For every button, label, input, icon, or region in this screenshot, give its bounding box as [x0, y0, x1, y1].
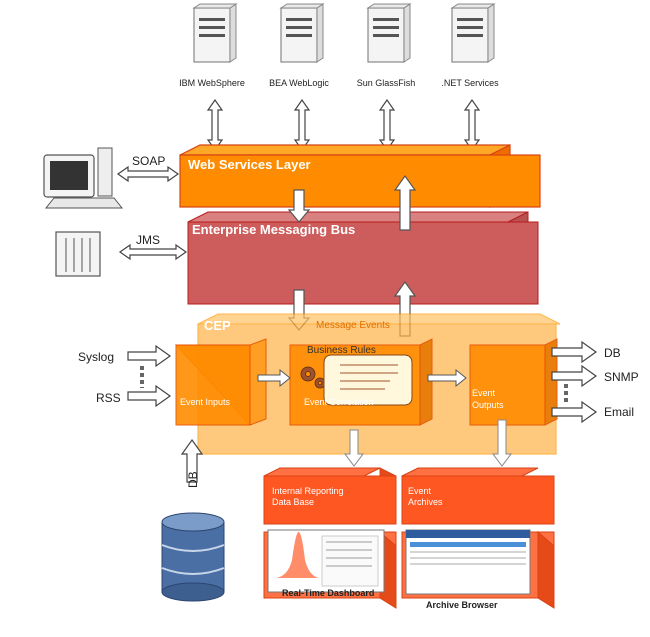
output-snmp-label: SNMP: [604, 370, 639, 384]
server-icon-bea: [279, 3, 325, 63]
message-events-label: Message Events: [316, 320, 390, 331]
archive-browser-label: Archive Browser: [426, 600, 498, 610]
cep-title: CEP: [204, 318, 231, 333]
server-label-net: .NET Services: [441, 78, 499, 88]
event-outputs-label-1: Event: [472, 388, 496, 398]
soap-label: SOAP: [132, 154, 166, 168]
db-input-label: DB: [186, 471, 200, 488]
server-link-arrows: [206, 98, 481, 152]
server-icon-net: [450, 3, 496, 63]
soap-arrow: [116, 165, 180, 183]
event-outputs-label-2: Outputs: [472, 400, 504, 410]
rss-label: RSS: [96, 391, 121, 405]
messaging-bus-box: [187, 211, 539, 305]
jms-arrow: [118, 243, 188, 261]
scroll-icon: [323, 354, 413, 406]
output-email-label: Email: [604, 405, 635, 419]
output-arrows: [551, 340, 598, 424]
event-inputs-label: Event Inputs: [180, 397, 231, 407]
rss-arrow: [127, 384, 172, 408]
event-correlation-label: Event Correlation: [304, 397, 374, 407]
internal-reporting-label-2: Data Base: [272, 497, 315, 507]
server-label-sun: Sun GlassFish: [356, 78, 416, 88]
event-inputs-box: [174, 338, 267, 426]
event-archives-box: [401, 467, 555, 525]
internal-reporting-db-box: [263, 467, 397, 525]
server-icon-ibm: [192, 3, 238, 63]
server-label-bea: BEA WebLogic: [269, 78, 329, 88]
cep-flow-arrows: [257, 368, 467, 388]
output-db-label: DB: [604, 346, 621, 360]
business-rules-label: Business Rules: [307, 345, 376, 356]
syslog-arrow: [127, 344, 172, 368]
database-icon: [161, 512, 225, 602]
dashboard-box: [263, 529, 397, 609]
server-icon-sun: [366, 3, 412, 63]
web-services-layer-box: [179, 144, 541, 208]
storage-down-arrows: [344, 419, 512, 467]
dashboard-label: Real-Time Dashboard: [282, 588, 375, 598]
server-rack-icon: [55, 231, 101, 277]
archive-browser-box: [401, 529, 555, 609]
messaging-bus-title: Enterprise Messaging Bus: [192, 222, 356, 237]
db-up-arrow: [180, 438, 204, 483]
event-outputs-box: [469, 338, 558, 426]
internal-reporting-label-1: Internal Reporting: [272, 486, 344, 496]
syslog-label: Syslog: [78, 350, 115, 364]
jms-label: JMS: [136, 233, 160, 247]
event-archives-label-1: Event: [408, 486, 432, 496]
workstation-icon: [43, 147, 124, 209]
event-archives-label-2: Archives: [408, 497, 443, 507]
web-services-layer-title: Web Services Layer: [188, 157, 311, 172]
server-label-ibm: IBM WebSphere: [179, 78, 245, 88]
